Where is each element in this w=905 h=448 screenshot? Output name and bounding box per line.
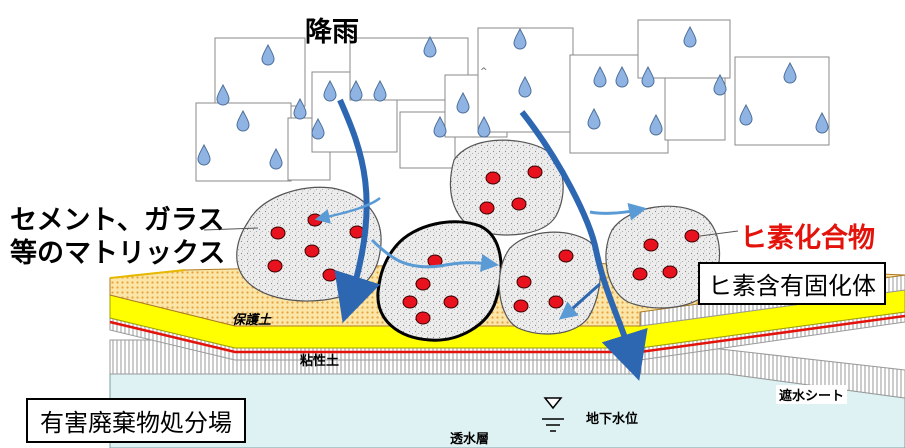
arsenic-dots — [267, 165, 700, 325]
groundwater-level-label: 地下水位 — [586, 412, 639, 427]
waterproof-sheet-label: 遮水シート — [776, 385, 848, 404]
arsenic-compound-label: ヒ素化合物 — [740, 223, 875, 254]
water-level-icon — [542, 397, 564, 432]
flow-arrows — [314, 98, 648, 381]
svg-text:^: ^ — [480, 67, 488, 77]
rain-flow-arrow-left — [334, 98, 381, 323]
waterproof-sheet-line — [109, 314, 905, 354]
matrix-label-line1: セメント、ガラス — [10, 205, 225, 236]
rain-label: 降雨 — [305, 17, 359, 48]
protective-soil-label: 保護土 — [232, 313, 272, 328]
disposal-site-label: 有害廃棄物処分場 — [26, 398, 246, 443]
solidified-body-top — [449, 139, 564, 236]
rain-flow-arrow-right — [519, 110, 648, 381]
pointer-lines — [203, 227, 739, 237]
permeable-layer-label: 透水層 — [450, 432, 490, 447]
clay-soil-label: 粘性土 — [300, 354, 340, 369]
solidified-body-label: ヒ素含有固化体 — [698, 262, 886, 305]
solidified-body-right-center — [498, 231, 601, 335]
matrix-label-line2: 等のマトリックス — [10, 238, 226, 269]
solidified-body-center — [376, 220, 503, 342]
solidified-body-left — [236, 186, 382, 302]
